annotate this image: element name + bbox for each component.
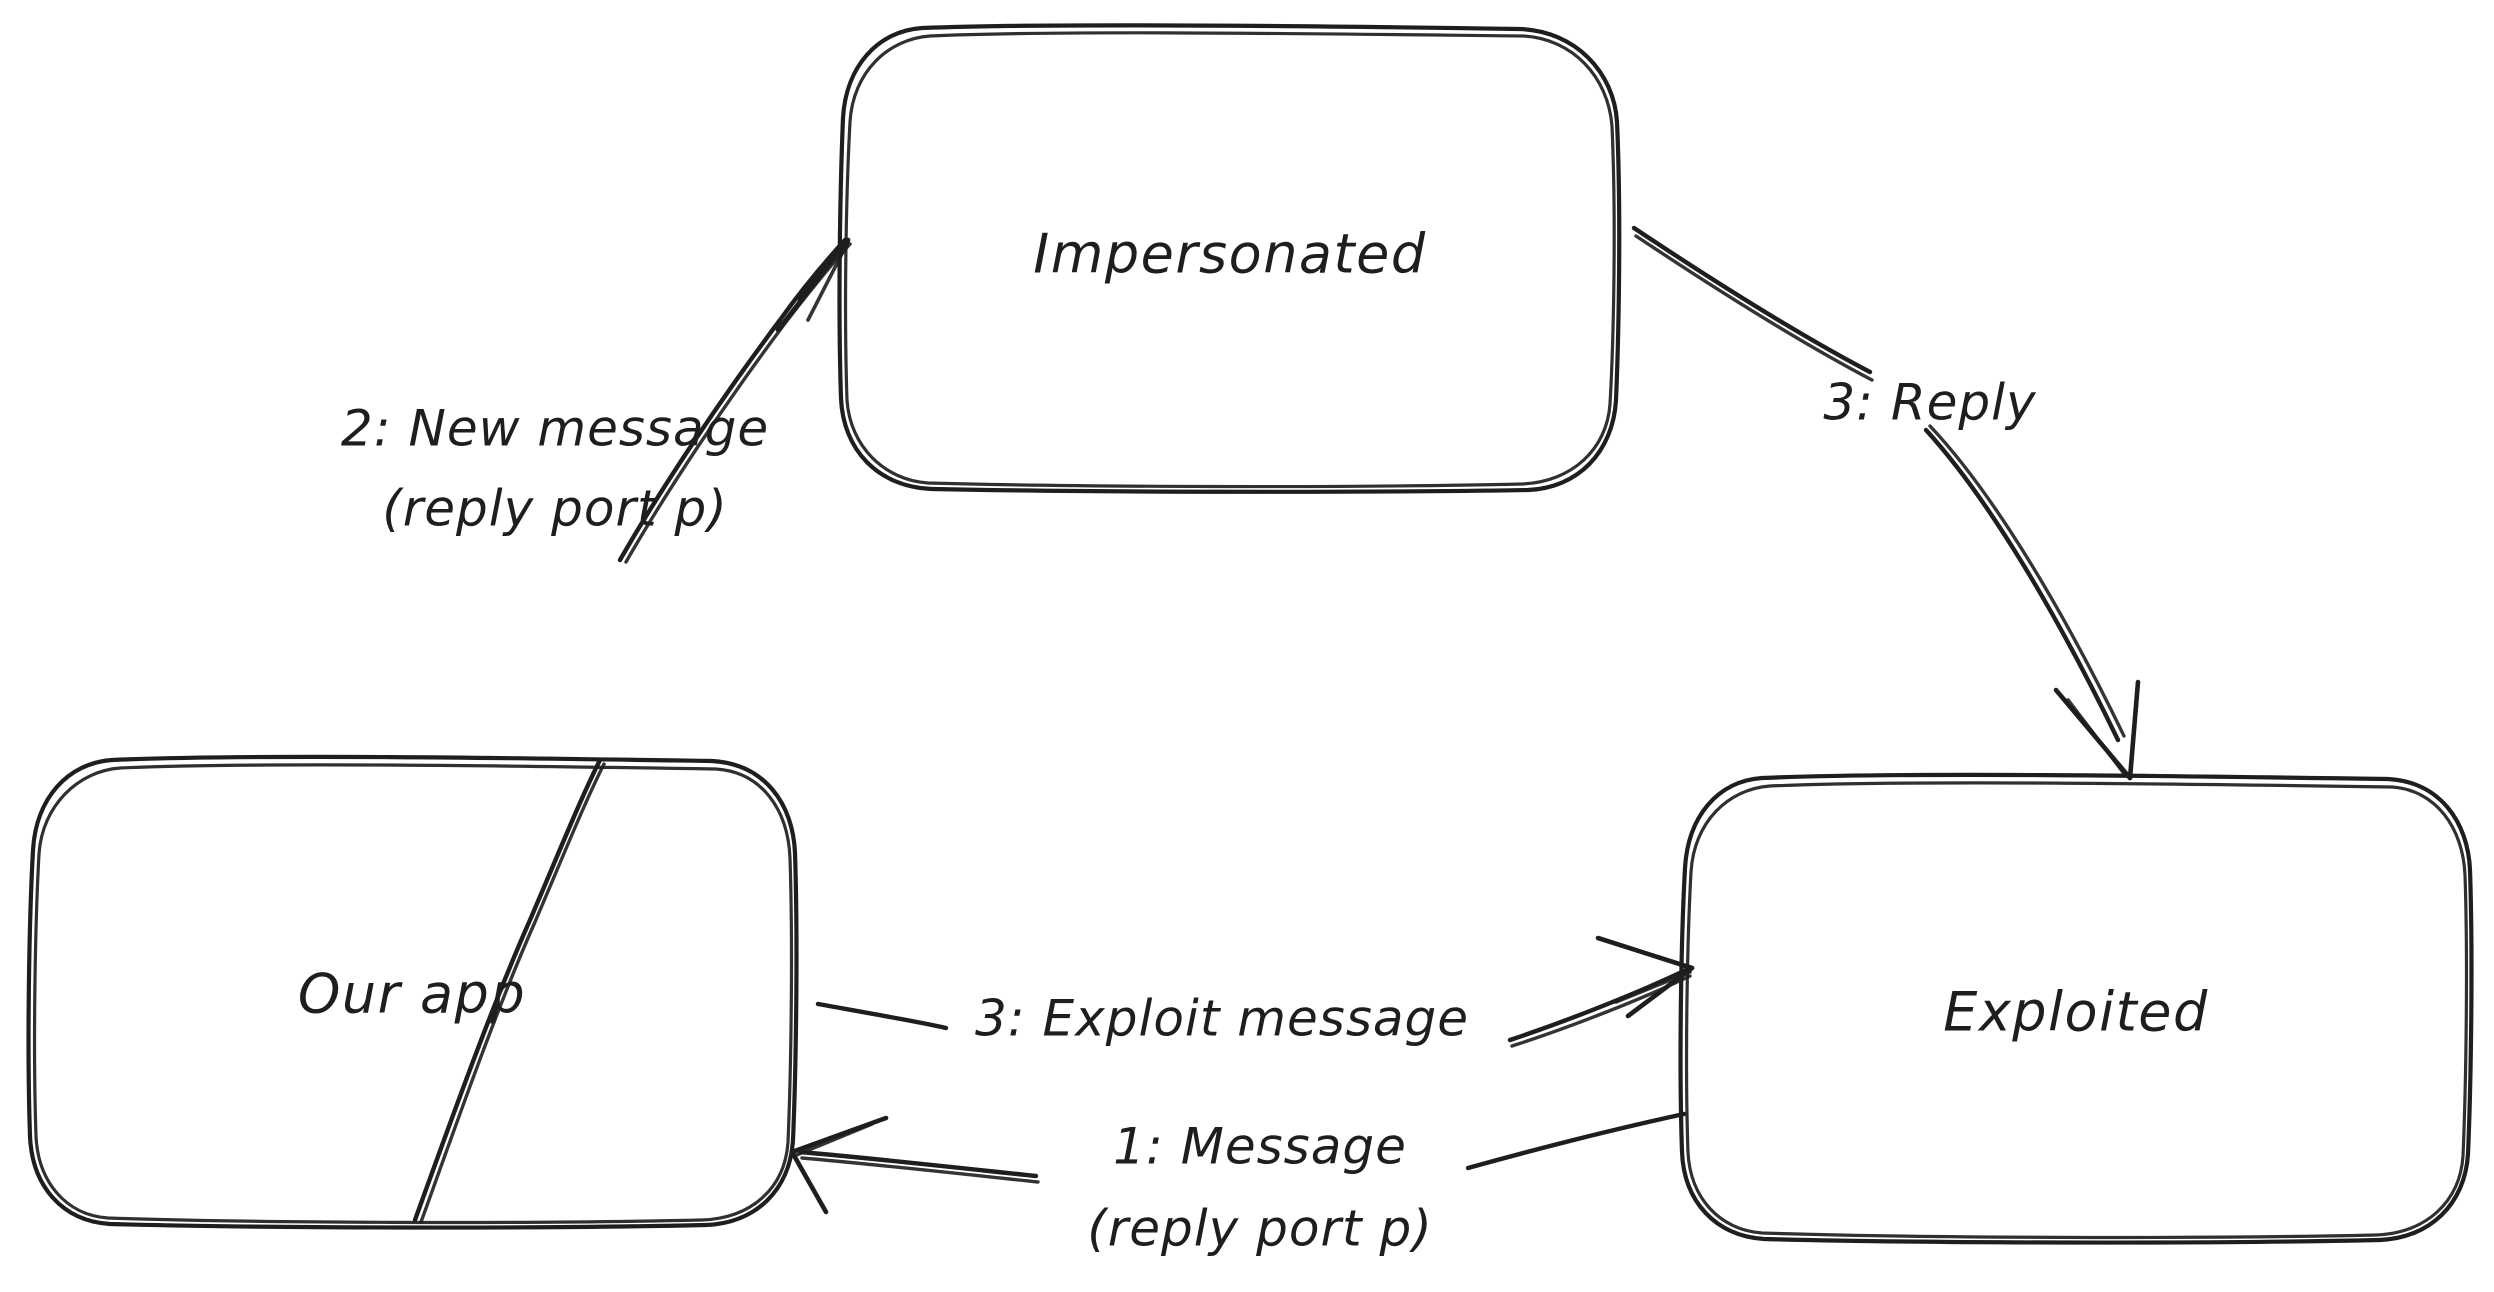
edge-exploit-message-arrowhead-3 — [1614, 970, 1692, 1004]
edge-message[interactable]: 1: Message (reply port p) — [789, 1111, 1687, 1258]
edge-exploit-message-line-right — [1507, 967, 1689, 1043]
node-our-app-outline-sketch — [32, 763, 794, 1225]
edge-message-line-left — [797, 1149, 1039, 1179]
edge-reply-label-line1: 3: Reply — [1823, 374, 2037, 432]
edge-reply-arrowhead-3 — [2066, 698, 2128, 778]
edge-reply-line-upper — [1631, 225, 1873, 375]
edge-message-label-line1: 1: Message — [1113, 1118, 1407, 1176]
node-impersonated-outline-sketch — [843, 31, 1616, 489]
edge-reply-line-lower — [1923, 427, 2121, 743]
edge-reply-line-lower-sketch — [1928, 424, 2126, 738]
edge-exploit-message-arrowhead-1 — [1595, 935, 1695, 971]
edge-reply[interactable]: 3: Reply — [1631, 225, 2141, 781]
edge-message-arrowhead-3 — [792, 1122, 874, 1158]
edge-message-label-line2: (reply port p) — [1087, 1200, 1433, 1258]
node-exploited-label: Exploited — [1943, 981, 2209, 1044]
edge-exploit-message[interactable]: 3: Exploit message — [815, 935, 1695, 1048]
node-our-app-outline — [26, 754, 799, 1230]
edge-reply-arrowhead-2 — [2127, 679, 2141, 781]
edge-new-message-line-sketch — [419, 762, 606, 1224]
node-impersonated[interactable]: Impersonated — [837, 23, 1622, 494]
node-impersonated-outline — [837, 23, 1622, 494]
edge-new-message-line-upper — [617, 237, 848, 563]
edge-new-message-arrowhead-2 — [797, 237, 851, 303]
edge-exploit-message-line-right-sketch — [1510, 974, 1692, 1048]
edge-reply-line-upper-sketch — [1634, 234, 1874, 382]
edge-new-message-line — [412, 757, 603, 1223]
edge-exploit-message-label-line1: 3: Exploit message — [975, 990, 1469, 1048]
node-exploited-outline — [1678, 772, 2474, 1245]
edge-message-line-right — [1465, 1111, 1687, 1171]
edge-exploit-message-line-left — [815, 1001, 949, 1031]
edge-new-message-arrowhead-3 — [806, 240, 850, 322]
node-our-app-label: Our app — [298, 963, 526, 1026]
node-exploited[interactable]: Exploited — [1678, 772, 2474, 1245]
edge-new-message-label-line2: (reply port p) — [382, 480, 728, 538]
node-our-app[interactable]: Our app — [26, 754, 799, 1230]
edge-new-message-label-line1: 2: New message — [341, 400, 769, 458]
edge-new-message[interactable]: 2: New message (reply port p) — [341, 237, 852, 1224]
edge-message-line-left-sketch — [800, 1156, 1040, 1184]
node-exploited-outline-sketch — [1684, 781, 2469, 1240]
edge-message-arrowhead-2 — [789, 1149, 829, 1215]
node-impersonated-label: Impersonated — [1033, 223, 1426, 286]
